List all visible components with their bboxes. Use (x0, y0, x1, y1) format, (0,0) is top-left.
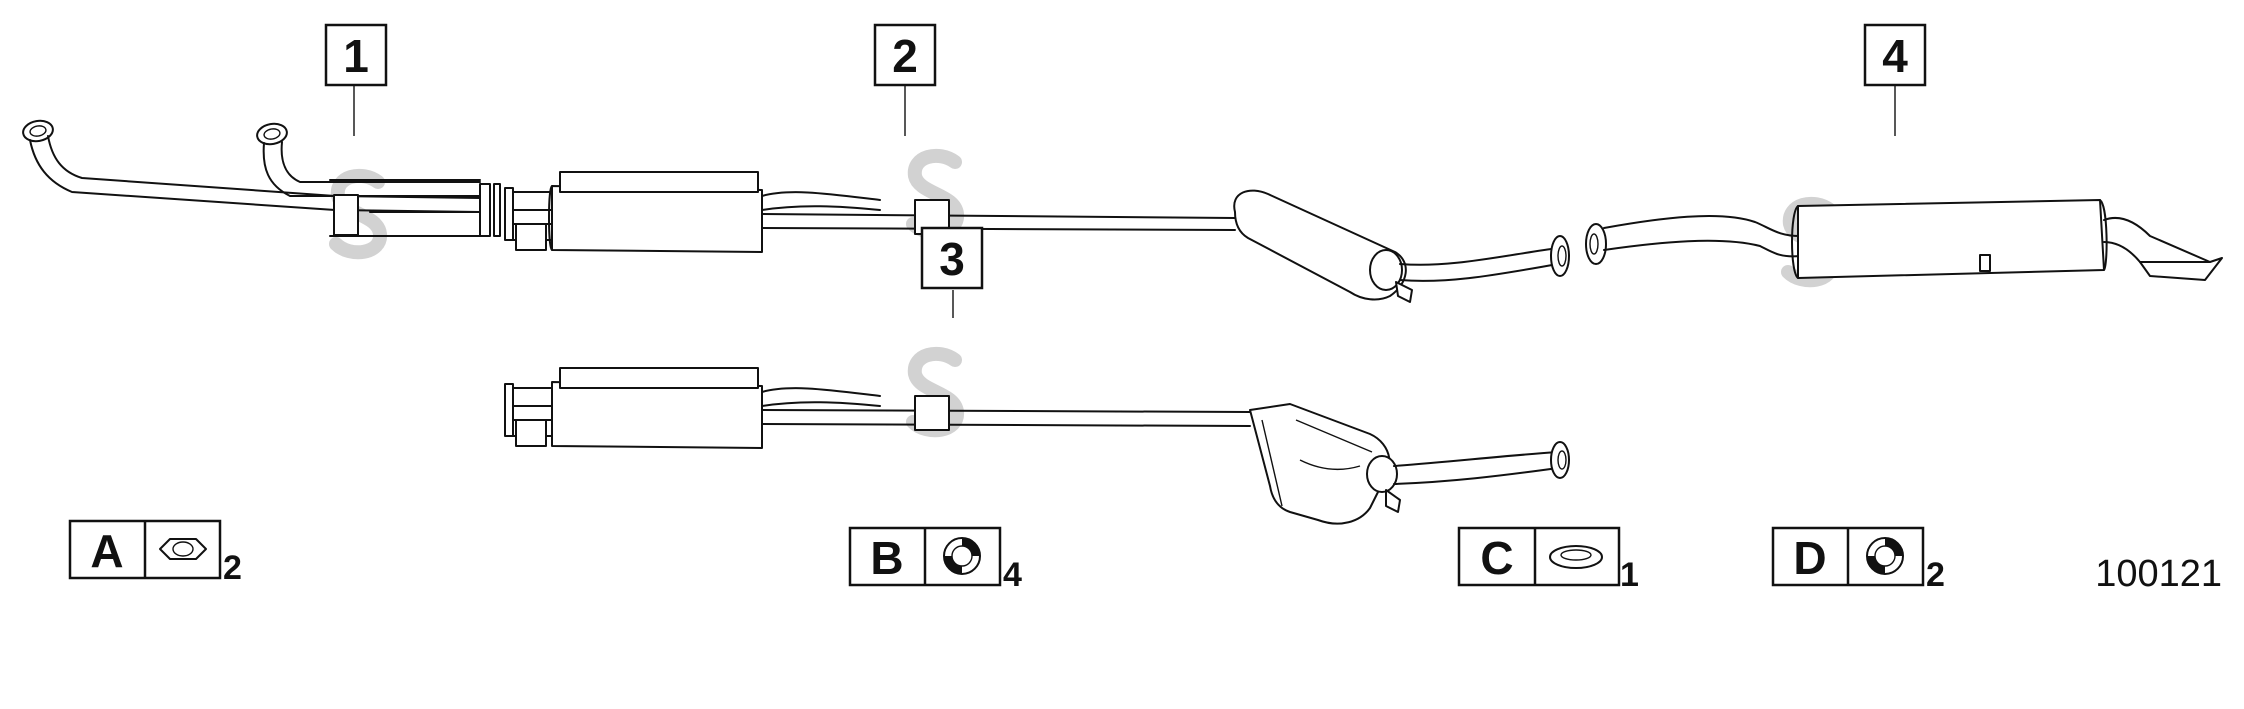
callout-3: 3 (920, 226, 984, 290)
callout-1: 1 (324, 23, 388, 87)
clamp-ring-icon (943, 537, 981, 575)
sealing-ring-icon (1549, 545, 1603, 569)
legend-item-b: B 4 (848, 526, 1022, 594)
callout-4: 4 (1863, 23, 1927, 87)
callout-2: 2 (873, 23, 937, 87)
legend-item-d: D 2 (1771, 526, 1945, 594)
flange-gasket-icon (159, 538, 207, 560)
rear-silencer-assembly (1585, 199, 2223, 281)
callout-2-label: 2 (892, 30, 918, 82)
alt-centre-silencer-assembly (504, 367, 1570, 525)
centre-silencer-pipe-assembly (504, 171, 1570, 303)
callout-1-label: 1 (343, 30, 369, 82)
reference-number: 100121 (2095, 553, 2222, 595)
legend-item-c: C 1 (1457, 526, 1639, 594)
front-pipe-assembly (22, 119, 501, 237)
clamp-ring-icon (1866, 537, 1904, 575)
legend-c-letter: C (1480, 532, 1513, 584)
legend-d-letter: D (1793, 532, 1826, 584)
legend-c-qty: 1 (1620, 556, 1639, 594)
legend-b-letter: B (870, 532, 903, 584)
legend-a-qty: 2 (223, 549, 242, 587)
legend-d-qty: 2 (1926, 556, 1945, 594)
legend-b-qty: 4 (1003, 556, 1022, 594)
callout-4-label: 4 (1882, 30, 1908, 82)
legend-a-letter: A (90, 525, 123, 577)
callout-3-label: 3 (939, 233, 965, 285)
legend-item-a: A 2 (68, 519, 242, 587)
